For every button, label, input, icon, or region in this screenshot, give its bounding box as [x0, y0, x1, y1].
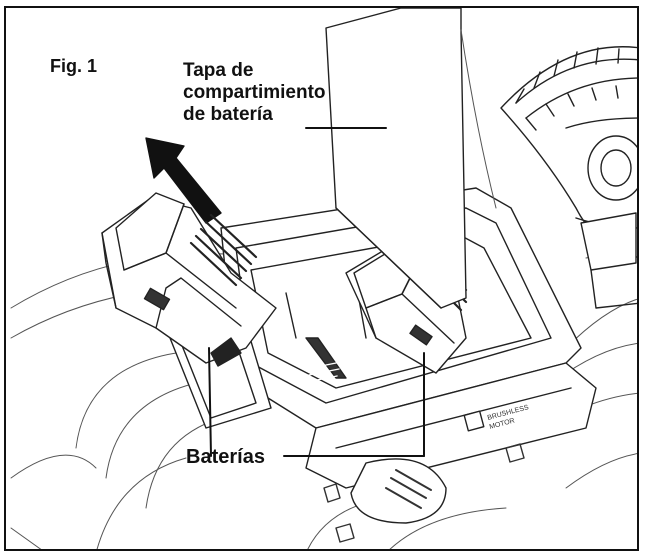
mower-battery-illustration: BRUSHLESS MOTOR	[10, 8, 637, 549]
batteries-label: Baterías	[186, 446, 265, 468]
callout-lines	[208, 127, 425, 457]
cover-label-line-1: Tapa de	[183, 60, 254, 81]
cover-label-line-3: de batería	[183, 104, 273, 125]
handle-bracket	[580, 212, 637, 309]
figure-frame: BRUSHLESS MOTOR	[4, 6, 639, 551]
cover-label: Tapa de compartimiento de batería	[183, 60, 326, 126]
figure-number: Fig. 1	[50, 56, 98, 76]
cover-label-line-2: compartimiento	[183, 82, 326, 103]
battery-left-lifted	[101, 192, 277, 367]
mount-feet	[323, 443, 525, 543]
